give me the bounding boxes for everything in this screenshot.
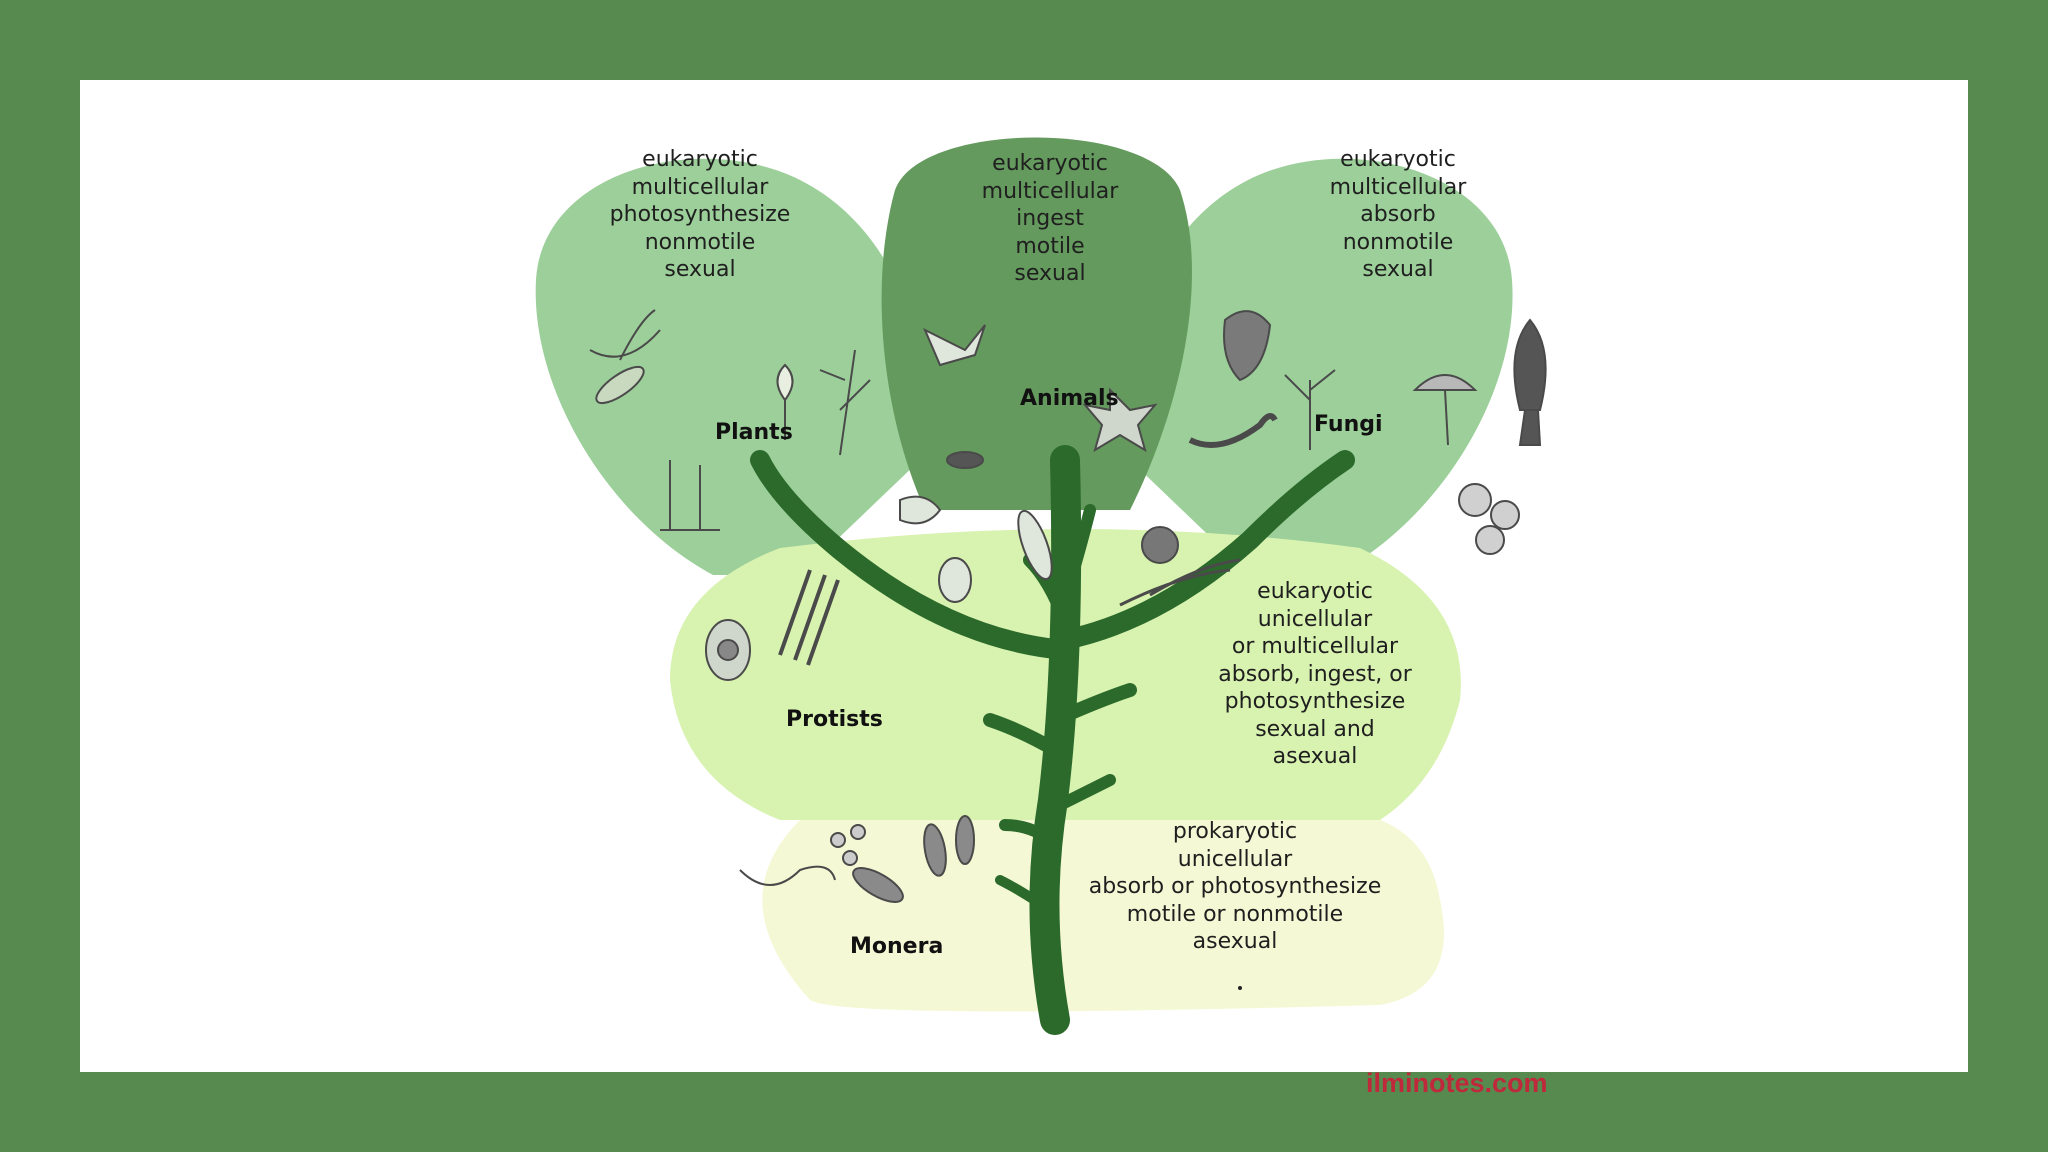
fungi-label: Fungi: [1314, 412, 1383, 437]
fungi-illustrations: [1284, 318, 1547, 555]
trait-text: nonmotile: [644, 229, 756, 255]
trait-text: motile: [1015, 233, 1085, 259]
five-kingdom-tree-diagram: [535, 137, 1547, 1035]
protists-traits: eukaryotic unicellular or multicellular …: [1205, 578, 1425, 771]
trait-text: unicellular: [1177, 846, 1293, 872]
source-watermark: ilminotes.com: [1366, 1068, 1548, 1098]
trait-text: absorb or photosynthesize: [1088, 874, 1382, 899]
fungi-traits: eukaryotic multicellular absorb nonmotil…: [1308, 146, 1488, 284]
animals-illustrations: [923, 310, 1278, 469]
trait-text: eukaryotic: [642, 147, 758, 172]
trait-text: multicellular: [981, 178, 1119, 204]
trait-text: multicellular: [1329, 174, 1467, 200]
diagram-frame: eukaryotic multicellular photosynthesize…: [80, 80, 1968, 1098]
monera-label: Monera: [850, 934, 944, 959]
trait-text: sexual and: [1255, 716, 1375, 742]
trait-text: asexual: [1272, 744, 1358, 769]
trait-text: photosynthesize: [609, 202, 791, 227]
trait-text: absorb: [1360, 202, 1436, 227]
protists-label: Protists: [786, 707, 883, 732]
animals-label: Animals: [1020, 386, 1119, 411]
plants-label: Plants: [715, 420, 793, 445]
monera-traits: prokaryotic unicellular absorb or photos…: [1080, 818, 1390, 956]
fungi-petal: [1124, 158, 1513, 575]
plants-traits: eukaryotic multicellular photosynthesize…: [600, 146, 800, 284]
monera-illustrations: [739, 815, 975, 903]
trait-text: eukaryotic: [1257, 579, 1373, 604]
trait-text: multicellular: [631, 174, 769, 200]
protists-illustrations: [705, 495, 1241, 681]
trait-text: prokaryotic: [1172, 819, 1298, 844]
trait-text: sexual: [664, 257, 736, 282]
trait-text: nonmotile: [1342, 229, 1454, 255]
trait-text: unicellular: [1257, 606, 1373, 632]
trait-text: eukaryotic: [1340, 147, 1456, 172]
animals-traits: eukaryotic multicellular ingest motile s…: [960, 150, 1140, 288]
plants-petal: [535, 158, 925, 575]
trait-text: eukaryotic: [992, 151, 1108, 176]
trait-text: absorb, ingest, or: [1218, 661, 1412, 687]
trait-text: motile or nonmotile: [1126, 901, 1344, 927]
plants-illustrations: [589, 309, 871, 531]
trait-text: asexual: [1192, 929, 1278, 954]
trait-text: photosynthesize: [1224, 689, 1406, 714]
trait-text: ingest: [1016, 206, 1084, 231]
trait-text: or multicellular: [1231, 634, 1399, 659]
trait-text: sexual: [1014, 261, 1086, 286]
stray-dot: [1238, 986, 1242, 990]
trait-text: sexual: [1362, 257, 1434, 282]
tree-trunk: [750, 445, 1355, 1035]
